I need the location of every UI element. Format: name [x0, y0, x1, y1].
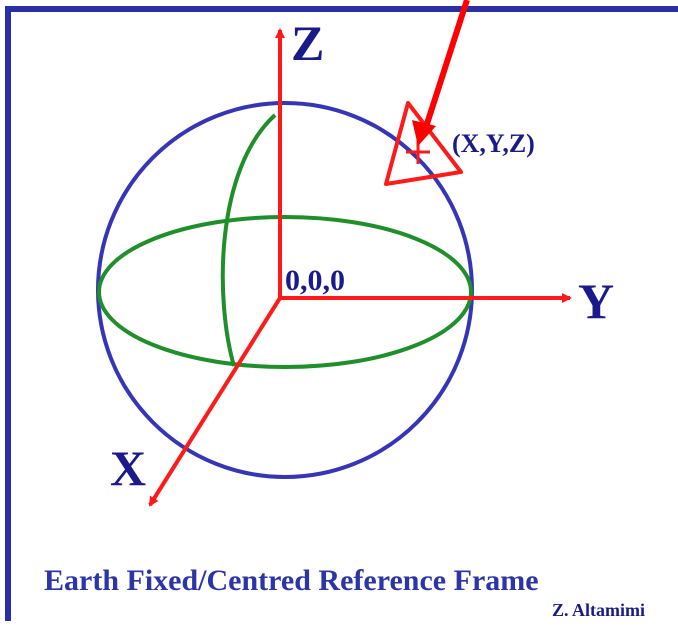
meridian-arc — [220, 113, 277, 367]
x-axis — [148, 296, 282, 507]
pointer-arrow — [412, 0, 470, 146]
author-credit: Z. Altamimi — [552, 600, 645, 620]
surface-point-triangle — [384, 101, 463, 186]
diagram-caption: Earth Fixed/Centred Reference Frame — [44, 564, 539, 597]
origin-label: 0,0,0 — [285, 264, 345, 297]
point-coordinate-label: (X,Y,Z) — [452, 129, 535, 158]
y-axis-label: Y — [578, 273, 614, 329]
x-axis-label: X — [110, 440, 146, 496]
equator-ellipse — [97, 215, 473, 369]
z-axis-label: Z — [291, 15, 324, 71]
